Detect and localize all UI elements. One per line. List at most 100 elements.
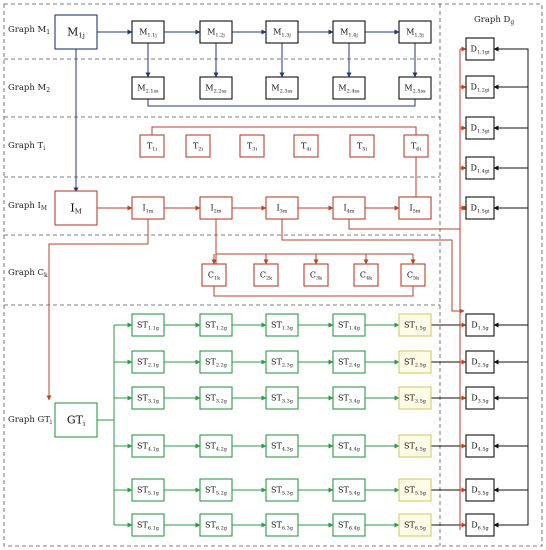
node-st-3-4-box [332,386,366,410]
node-m2-3-box [265,76,299,100]
node-m1-1: M1.1j [131,20,165,44]
node-st-6-4-label: ST6.4g [338,521,361,532]
node-st-5-3-label: ST5.3g [271,486,294,497]
node-c-5-label: C5k [407,271,420,282]
node-m2-5: M2.5ss [398,76,432,100]
node-st-4-3-label: ST4.3g [271,442,294,453]
node-m2-3-label: M2.3ss [271,84,293,95]
node-im-5-box [398,196,432,220]
node-d-upper-2-label: D1.2gi [470,83,489,94]
node-im-2-box [199,196,233,220]
node-c-2-box [253,263,279,287]
node-d-upper-1-box [465,37,495,61]
node-im: IM [54,190,98,226]
node-st-1-3: ST1.3g [265,313,299,337]
node-st-2-5-box [398,350,432,374]
node-st-3-4-label: ST3.4g [338,394,361,405]
node-t-6-box [403,134,429,158]
node-m1-4-label: M1.4j [340,28,358,39]
node-t-4-box [293,134,319,158]
node-d-lower-3-label: D3.5g [471,394,489,405]
node-c-4: C4k [353,263,379,287]
node-d-lower-6-label: D6.5g [471,521,489,532]
node-st-4-2: ST4.2g [199,434,233,458]
node-gt: GTi [54,402,98,438]
section-labels: Graph M1 Graph M2 Graph Ti Graph IM Grap… [8,15,514,426]
node-im-4-label: I4m [343,204,354,215]
node-st-3-3-box [265,386,299,410]
node-st-4-1-box [131,434,165,458]
node-d-lower-3-box [465,386,495,410]
node-c-2: C2k [253,263,279,287]
node-st-6-3-label: ST6.3g [271,521,294,532]
node-d-upper-5-label: D1.5gi [470,204,489,215]
node-d-lower-3: D3.5g [465,386,495,410]
node-st-5-2-label: ST5.2g [205,486,228,497]
node-m1-3-label: M1.3j [273,28,291,39]
node-st-4-5-box [398,434,432,458]
node-st-4-5-label: ST4.5g [404,442,427,453]
node-m1-1-label: M1.1j [139,28,157,39]
node-st-4-1-label: ST4.1g [137,442,160,453]
node-st-1-1: ST1.1g [131,313,165,337]
node-st-3-5-label: ST3.5g [404,394,427,405]
node-st-1-1-label: ST1.1g [137,321,160,332]
node-m1-3: M1.3j [265,20,299,44]
edge-c-bus-bottom [213,286,414,297]
node-st-4-5: ST4.5g [398,434,432,458]
node-t-5-label: T5i [357,142,367,153]
node-gt-label: GTi [67,413,86,427]
node-st-4-4: ST4.4g [332,434,366,458]
node-t-4: T4i [293,134,319,158]
node-st-6-5-label: ST6.5g [404,521,427,532]
node-m1-2-box [199,20,233,44]
node-st-1-2-box [199,313,233,337]
label-graph-m1: Graph M1 [8,25,50,36]
node-c-4-box [353,263,379,287]
node-st-1-3-label: ST1.3g [271,321,294,332]
node-t-6: T6i [403,134,429,158]
node-d-lower-2-box [465,350,495,374]
node-st-2-4: ST2.4g [332,350,366,374]
node-st-3-5-box [398,386,432,410]
label-graph-ck: Graph Ck [8,268,48,279]
node-m2-1-label: M2.1ss [137,84,159,95]
edge-t-bus-top [151,126,417,135]
node-st-4-1: ST4.1g [131,434,165,458]
node-st-2-5: ST2.5g [398,350,432,374]
node-d-upper-1-label: D1.1gi [470,45,489,56]
node-t-2: T2i [185,134,211,158]
edge-m2-bus [147,99,416,107]
node-m2-1-box [131,76,165,100]
node-st-1-4: ST1.4g [332,313,366,337]
node-m1-2: M1.2j [199,20,233,44]
node-t-4-label: T4i [301,142,311,153]
node-st-6-5-box [398,513,432,537]
node-st-2-3-box [265,350,299,374]
node-c-3-box [303,263,329,287]
node-st-1-2: ST1.2g [199,313,233,337]
node-st-1-5: ST1.5g [398,313,432,337]
node-st-2-2-box [199,350,233,374]
node-t-2-box [185,134,211,158]
node-d-upper-3-label: D1.3gi [470,124,489,135]
edge-d-right-bus [493,48,529,528]
node-st-5-1-label: ST5.1g [137,486,160,497]
node-d-upper-3: D1.3gi [465,116,495,140]
node-st-5-1: ST5.1g [131,478,165,502]
node-st-3-1: ST3.1g [131,386,165,410]
node-t-6-label: T6i [411,142,421,153]
node-m1j: M1j [54,14,98,50]
node-st-2-4-label: ST2.4g [338,358,361,369]
node-m2-2-box [199,76,233,100]
node-st-5-5: ST5.5g [398,478,432,502]
node-st-1-2-label: ST1.2g [205,321,228,332]
node-d-upper-2: D1.2gi [465,75,495,99]
node-st-3-1-box [131,386,165,410]
node-st-2-1: ST2.1g [131,350,165,374]
edge-i3m-to-d [281,219,465,314]
node-m2-2-label: M2.2ss [205,84,227,95]
node-m1j-label: M1j [67,25,85,39]
node-st-5-3-box [265,478,299,502]
